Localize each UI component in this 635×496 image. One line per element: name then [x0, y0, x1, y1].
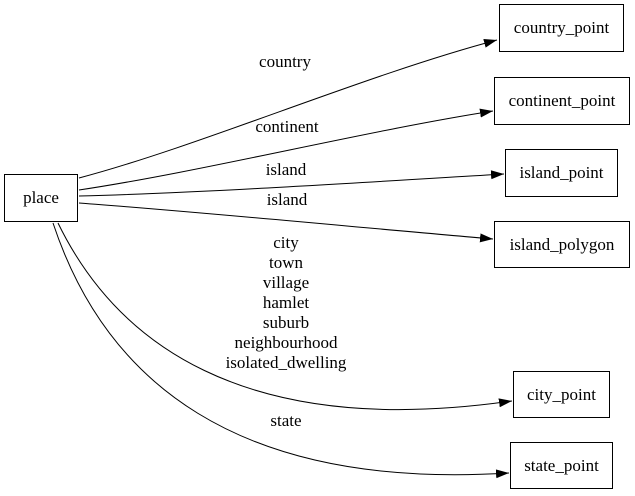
- edge-place-state_point: [52, 222, 510, 479]
- edges-group: [52, 38, 513, 479]
- edge-label-place-state_point: state: [270, 411, 302, 430]
- node-label-island_polygon: island_polygon: [509, 234, 615, 254]
- edge-place-continent_point: [78, 108, 494, 191]
- node-label-country_point: country_point: [513, 18, 610, 37]
- node-label-city_point: city_point: [527, 384, 596, 404]
- edge-place-country_point: [78, 38, 498, 179]
- edge-label-place-continent_point: continent: [255, 117, 319, 136]
- node-continent_point: continent_point: [494, 77, 630, 125]
- edge-place-city_point: [57, 222, 513, 410]
- node-place: place: [4, 174, 78, 222]
- node-label-continent_point: continent_point: [508, 91, 616, 110]
- edge-label-place-city_point: city town village hamlet suburb neighbou…: [225, 233, 347, 372]
- node-country_point: country_point: [499, 4, 624, 52]
- edge-place-island_polygon: [78, 202, 494, 243]
- node-label-state_point: state_point: [524, 455, 599, 475]
- edge-label-place-island_polygon: island: [266, 190, 308, 209]
- node-label-island_point: island_point: [519, 163, 604, 182]
- node-state_point: state_point: [510, 442, 613, 489]
- node-label-place: place: [23, 188, 59, 207]
- node-city_point: city_point: [513, 371, 610, 418]
- node-island_polygon: island_polygon: [494, 221, 630, 268]
- edge-place-island_point: [78, 170, 505, 197]
- node-island_point: island_point: [505, 149, 618, 197]
- edge-label-place-country_point: country: [259, 52, 311, 71]
- edge-label-place-island_point: island: [265, 160, 307, 179]
